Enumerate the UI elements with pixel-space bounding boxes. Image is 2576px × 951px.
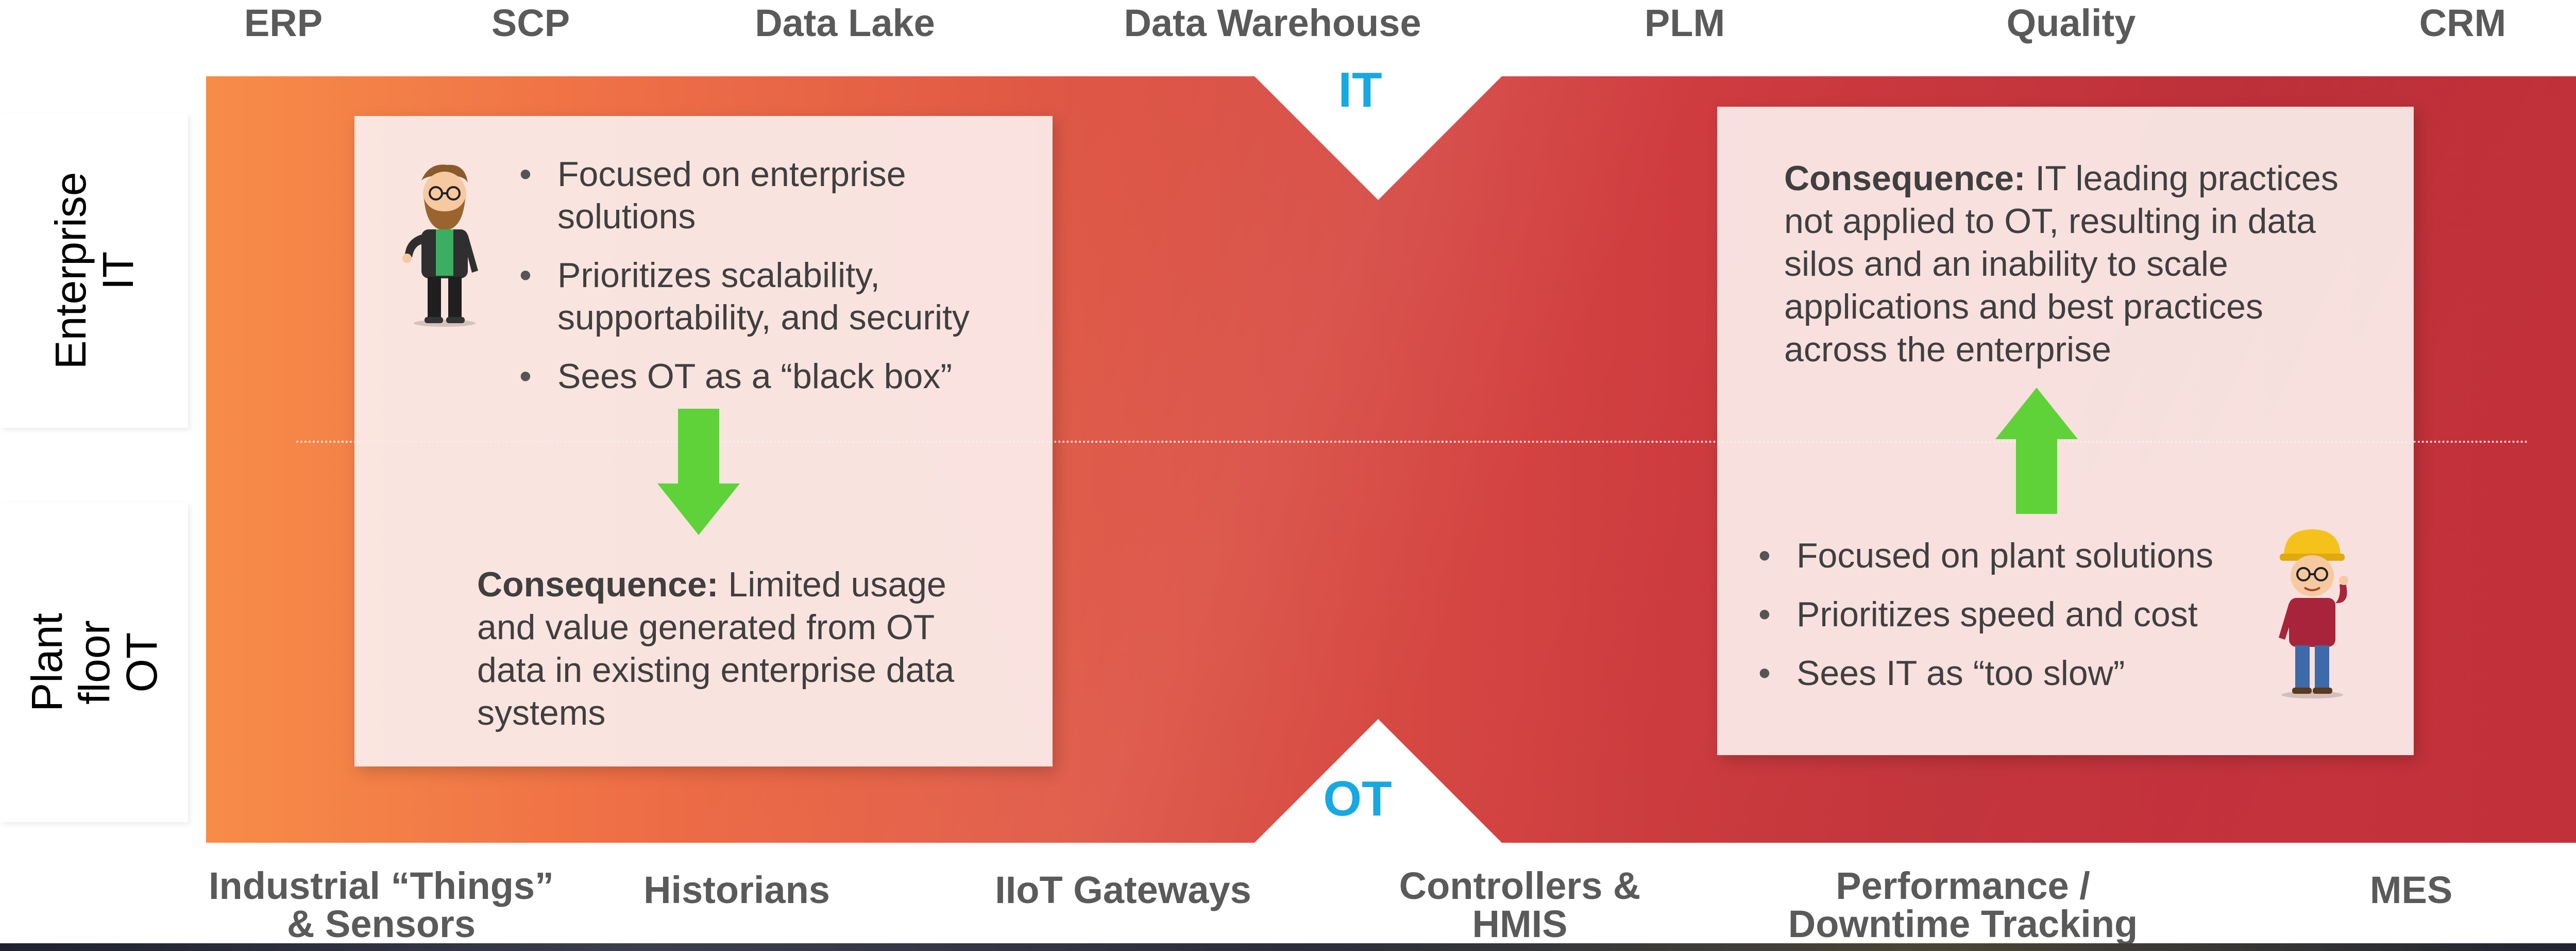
it-system-label: CRM	[2419, 2, 2506, 44]
it-consequence: Consequence: Limited usage and value gen…	[477, 563, 1008, 735]
hipster-person-icon	[402, 164, 478, 327]
arrow-down-icon	[657, 409, 740, 535]
ot-system-label: IIoT Gateways	[995, 869, 1251, 911]
bottom-image-strip	[0, 943, 2576, 951]
enterprise-it-label-box: Enterprise IT	[0, 113, 188, 428]
ot-system-label: Historians	[643, 869, 830, 911]
consequence-text: Limited usage and value generated from O…	[477, 565, 955, 732]
it-system-label: Data Warehouse	[1124, 2, 1421, 44]
it-perspective-bullets: Focused on enterprise solutions Prioriti…	[519, 153, 1024, 414]
it-system-label: Data Lake	[755, 2, 935, 44]
ot-layer-label: OT	[1323, 771, 1392, 826]
it-perspective-panel: Focused on enterprise solutions Prioriti…	[354, 116, 1053, 766]
plant-floor-ot-label: Plant floor OT	[22, 613, 166, 712]
ot-perspective-bullets: Focused on plant solutions Prioritizes s…	[1758, 535, 2274, 711]
ot-bullet: Prioritizes speed and cost	[1758, 593, 2274, 636]
hardhat-worker-icon	[2279, 529, 2348, 698]
it-layer-label: IT	[1338, 62, 1382, 118]
ot-system-label: MES	[2369, 869, 2453, 911]
enterprise-it-label: Enterprise IT	[46, 172, 142, 370]
consequence-text: IT leading practices not applied to OT, …	[1784, 159, 2338, 369]
ot-system-label: Performance / Downtime Tracking	[1788, 864, 2138, 945]
it-system-label: PLM	[1644, 2, 1725, 44]
it-system-label: SCP	[491, 2, 570, 44]
consequence-label: Consequence:	[477, 565, 719, 604]
ot-consequence: Consequence: IT leading practices not ap…	[1784, 157, 2361, 371]
ot-bullet: Focused on plant solutions	[1758, 535, 2274, 577]
ot-perspective-panel: Consequence: IT leading practices not ap…	[1717, 107, 2414, 755]
it-bullet: Sees OT as a “black box”	[519, 355, 1024, 397]
bottom-notch	[1255, 719, 1502, 843]
it-system-label: ERP	[244, 2, 323, 44]
arrow-up-icon	[1995, 388, 2078, 514]
it-bullet: Prioritizes scalability, supportability,…	[519, 254, 1024, 339]
ot-system-label: Controllers & HMIS	[1399, 864, 1641, 945]
consequence-label: Consequence:	[1784, 159, 2026, 198]
ot-bullet: Sees IT as “too slow”	[1758, 652, 2274, 694]
ot-system-label: Industrial “Things” & Sensors	[208, 864, 554, 945]
it-ot-divider-line	[296, 441, 2530, 443]
plant-ot-label-box: Plant floor OT	[0, 503, 188, 822]
it-bullet: Focused on enterprise solutions	[519, 153, 1024, 238]
top-notch	[1255, 76, 1502, 200]
it-system-label: Quality	[2006, 2, 2136, 44]
